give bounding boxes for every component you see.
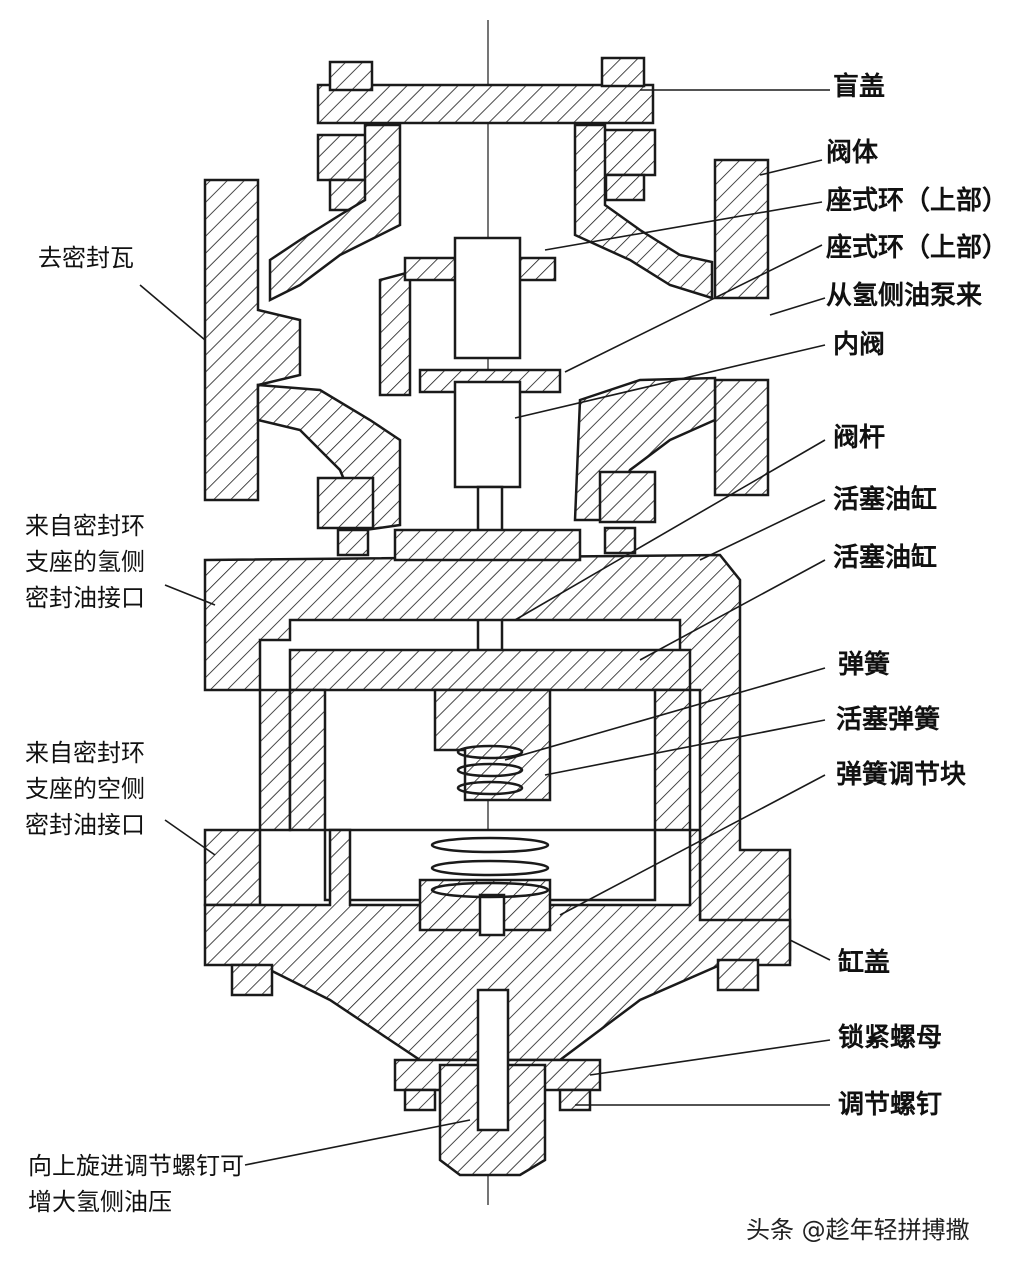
- spring-coil: [430, 881, 550, 899]
- label-air-side-port: 来自密封环支座的空侧密封油接口: [25, 739, 145, 839]
- bolt-nut: [230, 963, 274, 997]
- spring-coil: [456, 762, 524, 778]
- inner-valve-upper: [453, 236, 522, 360]
- left-flange: [203, 178, 302, 502]
- label-lock-nut: 锁紧螺母: [838, 1023, 943, 1053]
- bolt-nut: [603, 526, 637, 555]
- label-adjust-screw: 调节螺钉: [838, 1090, 943, 1120]
- bolt-nut: [336, 528, 370, 557]
- label-valve-body: 阀体: [826, 138, 879, 168]
- label-to-seal-pad: 去密封瓦: [38, 244, 134, 272]
- label-adjust-note: 向上旋进调节螺钉可增大氢侧油压: [28, 1152, 244, 1216]
- label-piston-cylinder-1: 活塞油缸: [833, 485, 938, 515]
- label-spring: 弹簧: [838, 650, 891, 680]
- valve-body-upper-left: [268, 123, 402, 303]
- piston-wall-left: [288, 688, 327, 832]
- lower-flange-right: [598, 470, 657, 524]
- lower-flange-left: [316, 476, 375, 530]
- blind-cover-part: [316, 83, 655, 125]
- right-flange-upper: [713, 158, 770, 300]
- piston-cylinder-top: [288, 648, 692, 692]
- label-spring-adjust-block: 弹簧调节块: [836, 760, 967, 790]
- cylinder-cover-part: [203, 828, 792, 1062]
- label-valve-stem: 阀杆: [833, 423, 886, 453]
- piston-wall-right: [653, 688, 692, 832]
- inner-cage-left: [378, 270, 412, 397]
- bolt-nut: [403, 1088, 437, 1112]
- bolt-nut: [558, 1088, 592, 1112]
- adjust-screw-tip: [478, 893, 506, 937]
- bolt-head: [328, 60, 374, 92]
- spring-coil: [456, 780, 524, 796]
- spring-coil: [430, 859, 550, 877]
- label-cylinder-cover: 缸盖: [838, 948, 891, 978]
- adjust-screw-part: [476, 988, 510, 1132]
- inner-valve-lower: [453, 380, 522, 489]
- label-from-h2-pump: 从氢侧油泵来: [826, 281, 983, 311]
- bolt-nut: [604, 173, 646, 202]
- piston-body: [323, 828, 657, 902]
- cylinder-top-plate: [393, 528, 582, 562]
- valve-body-upper-right: [573, 123, 714, 300]
- spring-coils: [430, 744, 550, 899]
- leader-lines: [139, 89, 831, 1166]
- upper-flange-right: [598, 128, 657, 177]
- label-h2-side-port: 来自密封环支座的氢侧密封油接口: [25, 512, 145, 612]
- spring-coil: [430, 836, 550, 854]
- label-seat-ring-upper-2: 座式环（上部）: [826, 233, 1009, 263]
- label-piston-cylinder-2: 活塞油缸: [833, 543, 938, 573]
- spring-coil: [456, 744, 524, 760]
- right-flange-lower: [713, 378, 770, 497]
- label-blind-cover: 盲盖: [833, 72, 886, 102]
- label-piston-spring: 活塞弹簧: [836, 705, 941, 735]
- label-seat-ring-upper-1: 座式环（上部）: [826, 186, 1009, 216]
- bolt-nut: [716, 958, 760, 992]
- label-inner-valve: 内阀: [833, 330, 886, 360]
- watermark: 头条 @趁年轻拼搏撒: [746, 1216, 970, 1244]
- bolt-head: [600, 56, 646, 88]
